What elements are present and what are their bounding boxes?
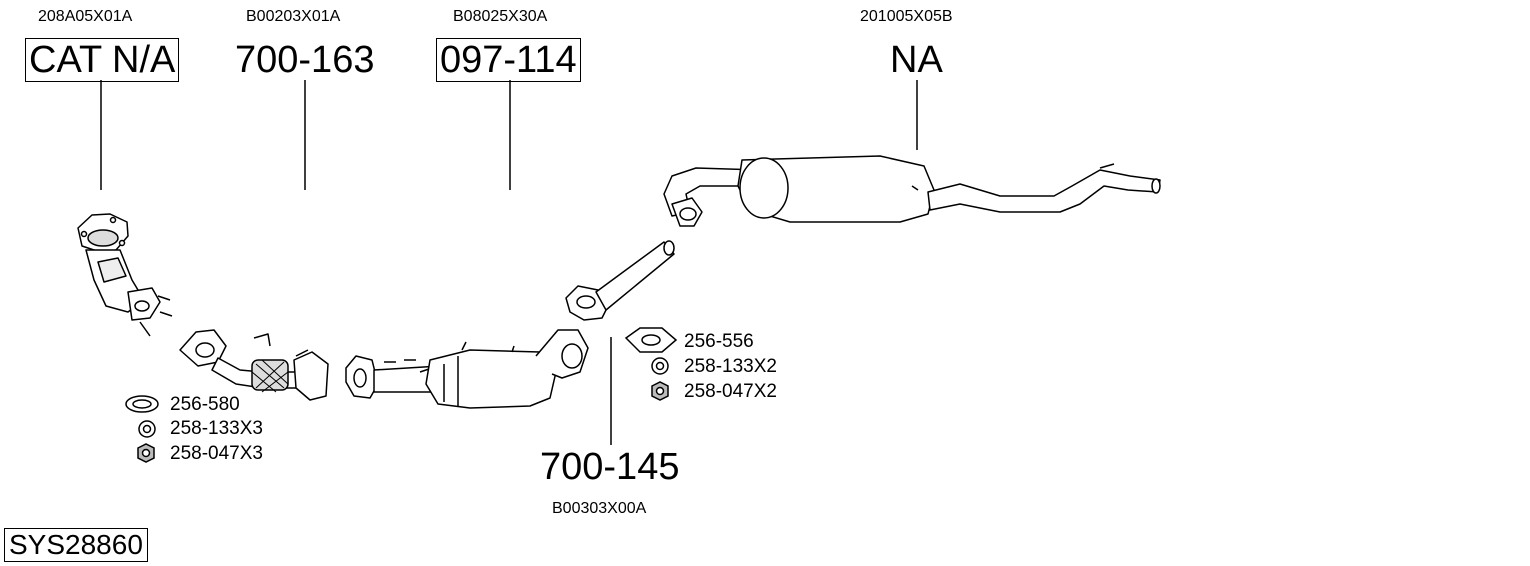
system-id-label: SYS28860	[4, 528, 148, 562]
part-code-rear-silencer: 201005X05B	[860, 8, 953, 25]
part-label-front-pipe: 700-163	[235, 39, 375, 81]
part-label-rear-silencer: NA	[890, 39, 943, 81]
accessory-label: 256-556	[684, 331, 754, 352]
accessory-label: 256-580	[170, 394, 240, 415]
part-code-catalyst-front: 208A05X01A	[38, 8, 133, 25]
catalyst-mid-part	[345, 329, 589, 409]
rear-silencer-part	[663, 155, 1161, 227]
accessory-label: 258-047X3	[170, 443, 263, 464]
front-pipe-part	[179, 329, 329, 401]
part-label-catalyst-front: CAT N/A	[25, 38, 180, 82]
part-code-front-pipe: B00203X01A	[246, 8, 341, 25]
part-label-centre-pipe: 700-145	[540, 446, 680, 488]
nut-icon	[137, 443, 155, 463]
part-label-catalyst-mid: 097-114	[436, 38, 581, 82]
nut-icon	[651, 381, 669, 401]
accessory-label: 258-133X3	[170, 418, 263, 439]
centre-pipe-part	[565, 240, 675, 321]
flange-gasket-icon	[624, 327, 678, 353]
gasket-ring-icon	[125, 395, 159, 413]
part-code-catalyst-mid: B08025X30A	[453, 8, 548, 25]
washer-icon	[138, 420, 156, 438]
part-code-centre-pipe: B00303X00A	[552, 500, 647, 517]
accessory-label: 258-133X2	[684, 356, 777, 377]
catalyst-front-part	[77, 213, 173, 337]
accessory-label: 258-047X2	[684, 381, 777, 402]
washer-icon	[651, 357, 669, 375]
